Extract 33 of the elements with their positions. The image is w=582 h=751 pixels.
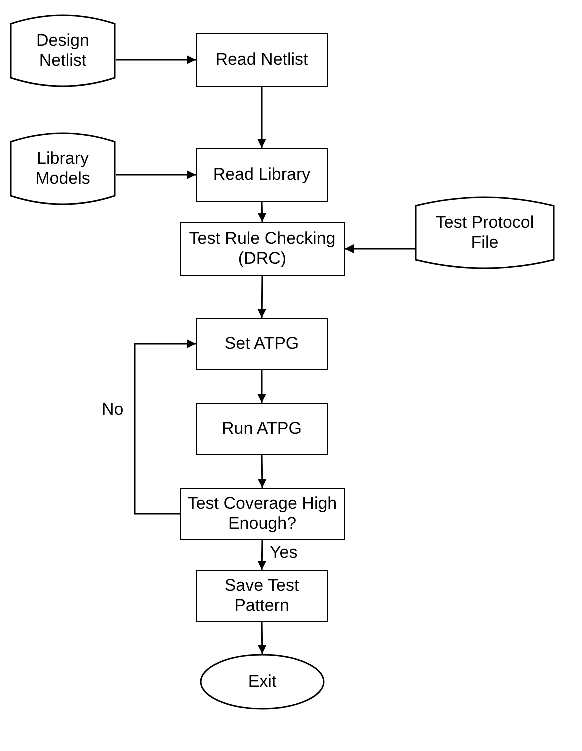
node-label: Design Netlist — [36, 31, 90, 71]
process-box — [196, 403, 328, 455]
arrow — [258, 622, 267, 654]
node-label: Library Models — [34, 149, 92, 189]
node-label: Exit — [247, 672, 278, 692]
node-label: Test Protocol File — [434, 213, 536, 253]
node-label: Read Netlist — [214, 50, 310, 70]
node-label: Test Rule Checking (DRC) — [188, 229, 337, 269]
arrow — [258, 454, 267, 488]
arrow — [116, 170, 196, 180]
data-store-cylinder — [10, 133, 116, 205]
arrow — [258, 202, 267, 222]
data-store-cylinder — [10, 15, 116, 87]
arrow — [258, 87, 266, 148]
node-label: Set ATPG — [224, 334, 300, 354]
process-box — [196, 33, 328, 87]
process-box — [180, 222, 345, 276]
process-box — [196, 570, 328, 622]
node-label: Read Library — [212, 165, 312, 185]
arrow — [258, 276, 267, 318]
process-box — [196, 148, 328, 202]
node-label: Test Coverage High Enough? — [186, 494, 338, 534]
arrow — [345, 244, 415, 254]
arrow — [116, 56, 196, 64]
node-label: Save Test Pattern — [224, 576, 300, 616]
arrow — [134, 340, 196, 515]
arrow — [258, 540, 267, 570]
process-box — [196, 318, 328, 370]
arrow — [258, 370, 266, 403]
process-box — [180, 488, 345, 540]
data-store-cylinder — [415, 197, 555, 269]
node-label: Run ATPG — [221, 419, 303, 439]
terminal-ellipse — [200, 654, 325, 710]
